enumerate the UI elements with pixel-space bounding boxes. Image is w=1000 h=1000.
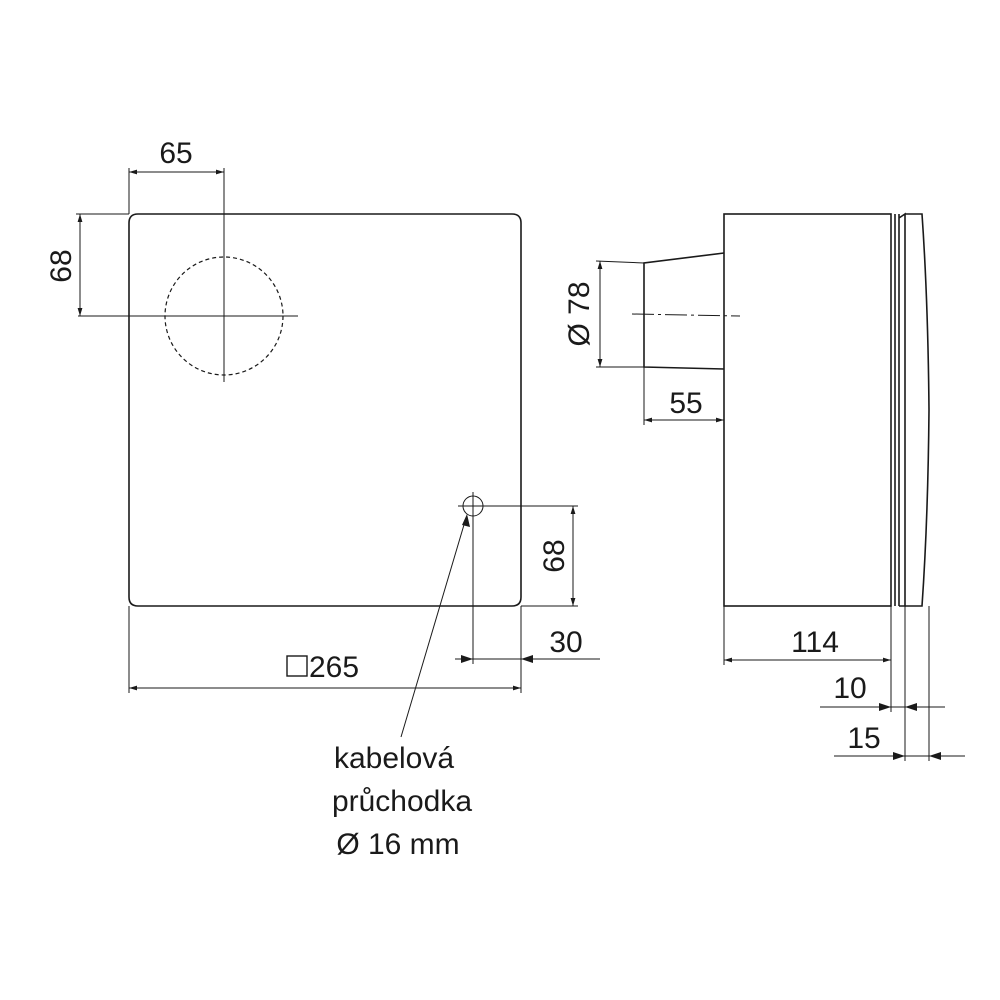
side-view: Ø 78 55 114 10 15 bbox=[563, 212, 965, 761]
arrow-15-left bbox=[893, 752, 905, 760]
dim-label-30: 30 bbox=[549, 626, 582, 659]
cable-gland-leader bbox=[400, 517, 467, 738]
square-symbol-icon bbox=[286, 655, 308, 677]
cable-gland-leader-arrow bbox=[462, 514, 470, 527]
arrow-10-right bbox=[905, 703, 917, 711]
dim-label-10: 10 bbox=[833, 672, 866, 705]
front-cover bbox=[905, 213, 930, 607]
note-line-1: kabelová bbox=[334, 742, 454, 775]
front-housing-outline bbox=[128, 213, 522, 607]
dim-label-114: 114 bbox=[791, 626, 839, 659]
arrow-10-left bbox=[879, 703, 891, 711]
arrow-30-left bbox=[461, 655, 473, 663]
arrow-30-right bbox=[521, 655, 533, 663]
side-housing-body bbox=[723, 213, 892, 607]
ext-line-78-top bbox=[595, 260, 645, 264]
dim-label-15: 15 bbox=[847, 722, 880, 755]
dim-label-68-left: 68 bbox=[45, 249, 78, 282]
front-view: 65 68 68 30 265 kabelová průchodka Ø 16 … bbox=[45, 137, 600, 861]
dim-label-68-right: 68 bbox=[538, 539, 571, 572]
front-panel-layer bbox=[898, 212, 906, 607]
dim-label-265: 265 bbox=[309, 651, 359, 684]
spigot-centerline bbox=[631, 313, 741, 317]
arrow-15-right bbox=[929, 752, 941, 760]
duct-spigot bbox=[643, 252, 725, 370]
note-line-2: průchodka bbox=[332, 785, 472, 818]
dim-label-65: 65 bbox=[159, 137, 192, 170]
dim-label-78: Ø 78 bbox=[563, 281, 596, 346]
dim-label-55: 55 bbox=[669, 387, 702, 420]
note-line-3: Ø 16 mm bbox=[336, 828, 459, 861]
